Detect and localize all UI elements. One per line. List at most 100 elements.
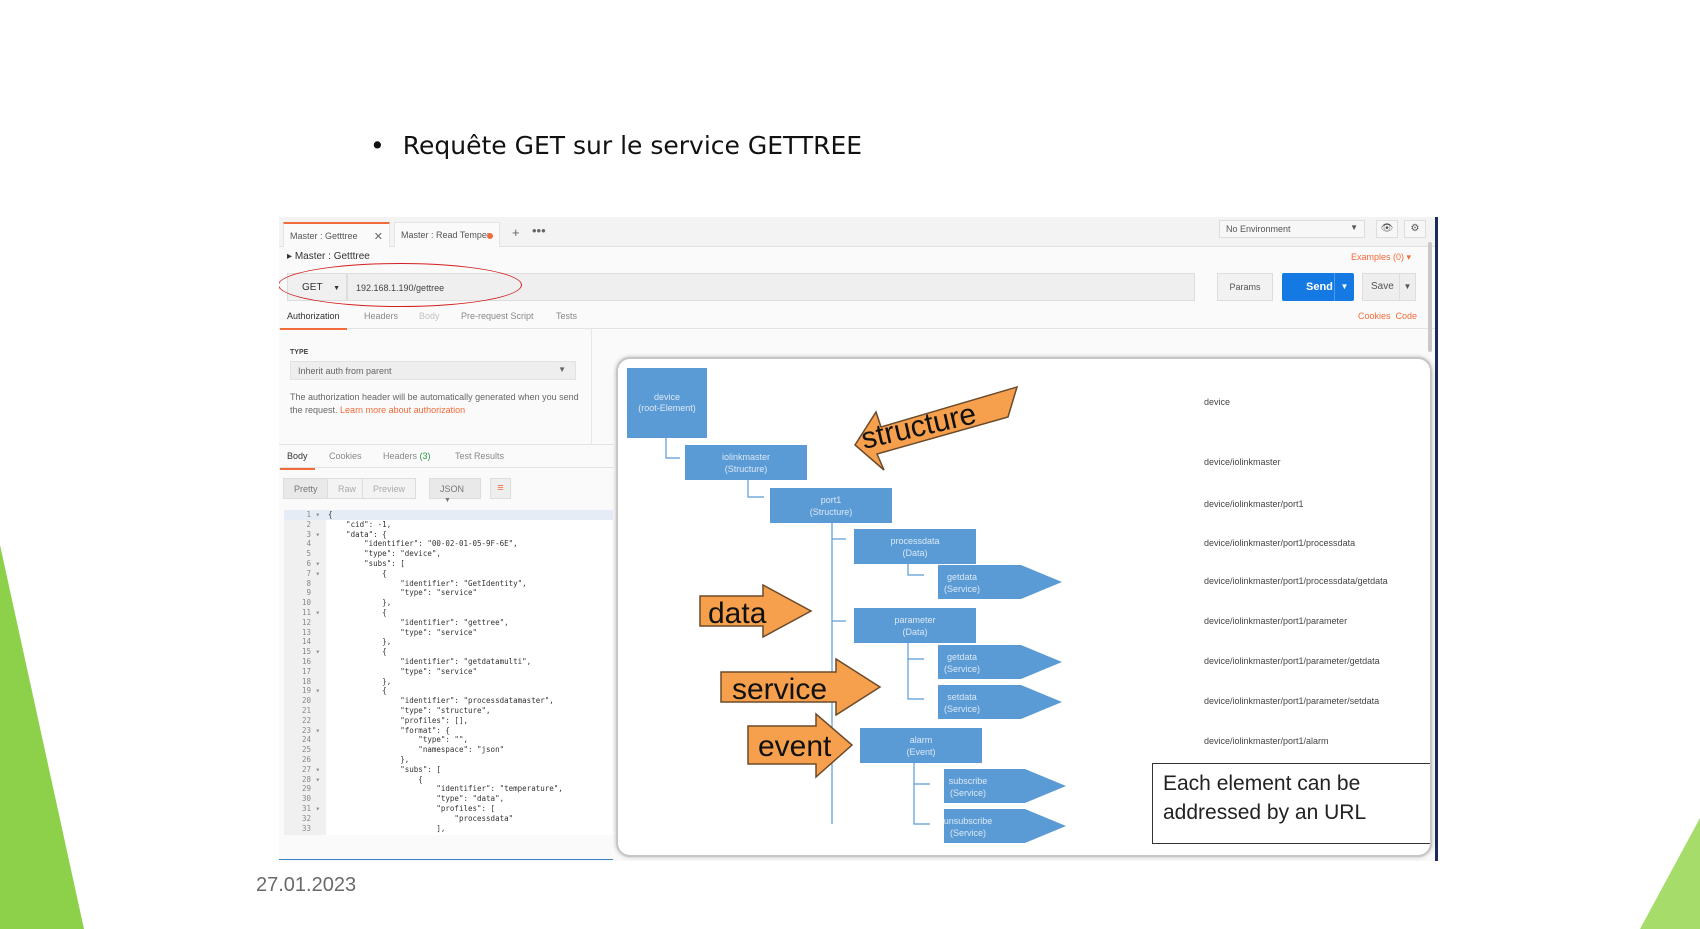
code-line: 24 "type": "", bbox=[284, 735, 613, 745]
code-line: 10 }, bbox=[284, 598, 613, 608]
tab-master-read-temper[interactable]: Master : Read Temper bbox=[394, 222, 500, 247]
breadcrumb[interactable]: ▸ Master : Getttree bbox=[287, 251, 370, 262]
line-number: 33 bbox=[301, 823, 320, 833]
code-line: 15 ▾ { bbox=[284, 647, 613, 657]
tab-response-cookies[interactable]: Cookies bbox=[329, 451, 362, 461]
node-label: unsubscribe bbox=[944, 816, 993, 826]
code-link[interactable]: Code bbox=[1395, 311, 1417, 321]
code-text: "type": "service" bbox=[328, 666, 478, 676]
code-line: 20 "identifier": "processdatamaster", bbox=[284, 696, 613, 706]
code-text: "type": "device", bbox=[328, 549, 441, 559]
code-line: 16 "identifier": "getdatamulti", bbox=[284, 657, 613, 667]
note-line: Each element can be bbox=[1163, 772, 1361, 795]
tab-authorization[interactable]: Authorization bbox=[280, 311, 347, 330]
node-sub: (root-Element) bbox=[638, 403, 696, 413]
params-button[interactable]: Params bbox=[1217, 273, 1273, 301]
node-labels: device(root-Element) iolinkmaster(Struct… bbox=[638, 392, 992, 838]
headers-count-badge: (3) bbox=[419, 451, 431, 461]
code-text: "type": "structure", bbox=[328, 706, 491, 715]
slide-date: 27.01.2023 bbox=[256, 874, 357, 896]
response-code-view[interactable]: 1 ▾{2 "cid": -1,3 ▾ "data": {4 "identifi… bbox=[284, 510, 613, 835]
node-sub: (Service) bbox=[944, 704, 980, 714]
path-label: device/iolinkmaster/port1/parameter bbox=[1204, 616, 1348, 626]
preview-button[interactable]: Preview bbox=[362, 478, 417, 499]
save-label: Save bbox=[1371, 281, 1394, 292]
close-icon[interactable]: ✕ bbox=[373, 231, 383, 243]
path-label: device/iolinkmaster/port1/processdata/ge… bbox=[1204, 576, 1388, 586]
node-sub: (Service) bbox=[950, 828, 986, 838]
code-line: 26 }, bbox=[284, 755, 613, 765]
node-sub: (Data) bbox=[902, 548, 927, 558]
code-line: 11 ▾ { bbox=[284, 608, 613, 618]
chevron-down-icon[interactable]: ▼ bbox=[1334, 273, 1354, 301]
node-label: port1 bbox=[821, 495, 842, 505]
path-label: device/iolinkmaster/port1/alarm bbox=[1204, 736, 1329, 746]
send-label: Send bbox=[1306, 281, 1333, 293]
node-sub: (Service) bbox=[944, 584, 980, 594]
code-line: 7 ▾ { bbox=[284, 569, 613, 579]
bullet-text: Requête GET sur le service GETTREE bbox=[402, 131, 863, 160]
tab-tests[interactable]: Tests bbox=[556, 311, 578, 321]
learn-more-link[interactable]: Learn more about authorization bbox=[340, 405, 466, 415]
code-text: "processdata" bbox=[328, 813, 514, 823]
tab-pre-request-script[interactable]: Pre-request Script bbox=[461, 311, 534, 321]
tab-response-headers[interactable]: Headers (3) bbox=[383, 451, 431, 461]
node-subscribe bbox=[944, 769, 1066, 803]
line-number: 6 ▾ bbox=[306, 559, 320, 568]
node-label: setdata bbox=[947, 692, 977, 702]
node-parameter bbox=[854, 608, 976, 643]
code-line: 31 ▾ "profiles": [ bbox=[284, 804, 613, 814]
json-format-select[interactable]: JSON ▼ bbox=[429, 478, 481, 504]
path-label: device/iolinkmaster/port1 bbox=[1204, 499, 1304, 509]
code-text: "identifier": "GetIdentity", bbox=[328, 578, 527, 588]
arrow-data bbox=[699, 583, 813, 639]
more-icon[interactable]: ••• bbox=[532, 223, 546, 238]
code-text: { bbox=[328, 686, 387, 696]
tab-body[interactable]: Body bbox=[419, 311, 440, 321]
line-number: 27 ▾ bbox=[301, 764, 320, 774]
arrow-label-data: data bbox=[708, 597, 767, 630]
code-text: "type": "service" bbox=[328, 627, 478, 637]
save-button[interactable]: Save ▼ bbox=[1362, 273, 1416, 301]
tab-label: Master : Read Temper bbox=[401, 230, 490, 240]
send-button[interactable]: Send▼ bbox=[1282, 273, 1354, 301]
line-number: 18 bbox=[301, 676, 320, 686]
path-label: device/iolinkmaster bbox=[1204, 457, 1281, 467]
wrap-lines-icon[interactable]: ≡ bbox=[490, 478, 511, 499]
code-text: "profiles": [ bbox=[328, 804, 496, 813]
tab-headers[interactable]: Headers bbox=[364, 311, 399, 321]
line-number: 32 bbox=[301, 813, 320, 823]
code-line: 1 ▾{ bbox=[284, 510, 613, 520]
pretty-button[interactable]: Pretty bbox=[283, 478, 329, 499]
code-line: 13 "type": "service" bbox=[284, 628, 613, 638]
tab-test-results[interactable]: Test Results bbox=[455, 451, 505, 461]
code-text: { bbox=[328, 647, 387, 657]
tab-response-body[interactable]: Body bbox=[280, 451, 314, 470]
path-label: device/iolinkmaster/port1/processdata bbox=[1204, 538, 1356, 548]
scrollbar[interactable] bbox=[1428, 242, 1432, 352]
code-text: { bbox=[328, 510, 333, 519]
gear-icon[interactable]: ⚙ bbox=[1404, 220, 1426, 238]
examples-dropdown[interactable]: Examples (0) ▾ bbox=[1350, 252, 1411, 262]
node-label: getdata bbox=[947, 652, 977, 662]
breadcrumb-label: Master : Getttree bbox=[294, 251, 370, 262]
tab-master-gettree[interactable]: Master : Getttree✕ bbox=[283, 222, 390, 247]
highlight-ellipse bbox=[279, 263, 522, 307]
plus-icon[interactable]: + bbox=[512, 225, 520, 240]
line-number: 21 bbox=[301, 706, 320, 715]
cookies-link[interactable]: Cookies bbox=[1357, 311, 1391, 321]
code-line: 23 ▾ "format": { bbox=[284, 726, 613, 736]
code-line: 2 "cid": -1, bbox=[284, 520, 613, 530]
code-text: "data": { bbox=[328, 529, 387, 539]
eye-icon[interactable]: 👁 bbox=[1376, 220, 1398, 238]
node-label: processdata bbox=[890, 536, 939, 546]
auth-type-select[interactable]: Inherit auth from parent▼ bbox=[290, 361, 576, 380]
node-port1 bbox=[770, 488, 892, 523]
node-sub: (Event) bbox=[906, 747, 935, 757]
environment-select[interactable]: No Environment▼ bbox=[1219, 220, 1365, 238]
raw-button[interactable]: Raw bbox=[327, 478, 368, 499]
line-number: 19 ▾ bbox=[301, 686, 320, 696]
chevron-down-icon[interactable]: ▼ bbox=[1399, 274, 1415, 300]
line-number: 5 bbox=[306, 549, 320, 559]
arrow-structure bbox=[854, 385, 1019, 471]
